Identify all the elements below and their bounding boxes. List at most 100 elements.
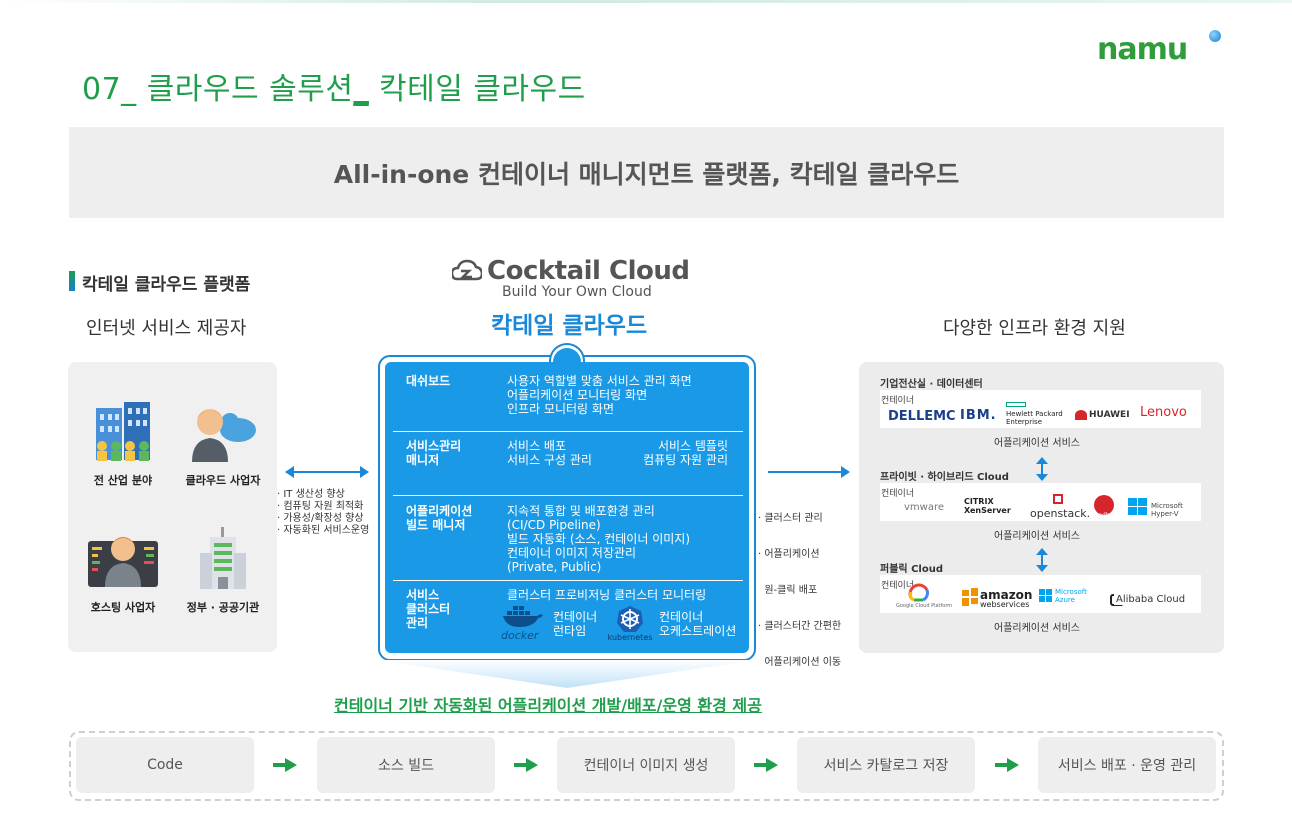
azure-logo: Microsoft Azure bbox=[1055, 588, 1087, 604]
funnel-shape bbox=[378, 660, 756, 688]
cloud-person-icon bbox=[188, 400, 258, 462]
pipeline-step: Code bbox=[76, 737, 254, 793]
vmware-logo: vmware bbox=[904, 502, 945, 513]
benefit-item: · IT 생산성 향상 bbox=[277, 489, 345, 500]
citrix-line: XenServer bbox=[964, 506, 1011, 515]
hyperv-logo: Microsoft Hyper-V bbox=[1151, 502, 1183, 518]
cocktail-cloud-logo-icon bbox=[450, 259, 484, 287]
left-heading: 인터넷 서비스 제공자 bbox=[86, 318, 247, 339]
benefit-item: · 클러스터간 간편한 bbox=[758, 621, 842, 632]
pipeline-step: 소스 빌드 bbox=[317, 737, 495, 793]
citrix-line: CITRIX bbox=[964, 497, 994, 506]
kubernetes-logo-icon: kubernetes bbox=[604, 605, 656, 642]
redhat-logo-icon bbox=[1094, 495, 1114, 515]
hyperv-line: Hyper-V bbox=[1151, 510, 1179, 518]
brand-name: Cocktail Cloud bbox=[487, 256, 690, 286]
title-suffix: 칵테일 클라우드 bbox=[368, 72, 586, 107]
alibaba-cloud-logo: Alibaba Cloud bbox=[1114, 594, 1186, 605]
feature-line: 컨테이너 이미지 저장관리 bbox=[507, 546, 637, 560]
benefit-item: · 가용성/확장성 향상 bbox=[277, 513, 364, 524]
brand-tagline: Build Your Own Cloud bbox=[502, 284, 652, 300]
feature-line: 빌드 자동화 (소스, 컨테이너 이미지) bbox=[507, 532, 690, 546]
hpe-line: Enterprise bbox=[1006, 418, 1043, 426]
benefit-list: · IT 생산성 향상 · 컴퓨팅 자원 최적화 · 가용성/확장성 향상 · … bbox=[277, 489, 369, 537]
benefit-item: · 자동화된 서비스운영 bbox=[277, 525, 370, 536]
container-label: 컨테이너 bbox=[881, 581, 915, 591]
section-label: 칵테일 클라우드 플랫폼 bbox=[82, 275, 251, 295]
label-line: 서비스 bbox=[406, 588, 440, 602]
feature-line: (CI/CD Pipeline) bbox=[507, 518, 601, 532]
feature-label-service-manager: 서비스관리 매니저 bbox=[406, 439, 461, 467]
hpe-mark-icon bbox=[1006, 402, 1026, 407]
feature-divider bbox=[393, 431, 743, 432]
docker-logo-icon: docker bbox=[501, 605, 545, 642]
lenovo-logo: Lenovo bbox=[1140, 405, 1187, 420]
windows-logo-icon bbox=[1128, 498, 1148, 520]
building-icon bbox=[88, 400, 158, 461]
pipeline-step: 서비스 카탈로그 저장 bbox=[797, 737, 975, 793]
citrix-xenserver-logo: CITRIX XenServer bbox=[964, 497, 1011, 515]
orchestration-label: 컨테이너 오케스트레이션 bbox=[659, 610, 736, 638]
feature-divider bbox=[393, 580, 743, 581]
feature-line: 어플리케이션 모니터링 화면 bbox=[507, 388, 648, 402]
redhat-wordmark: redhat bbox=[1096, 512, 1116, 519]
azure-windows-logo-icon bbox=[1039, 588, 1053, 607]
label-line: 서비스관리 bbox=[406, 439, 462, 453]
label-line: 관리 bbox=[406, 616, 429, 630]
label-line: 컨테이너 bbox=[553, 610, 598, 624]
kubernetes-wordmark: kubernetes bbox=[607, 633, 653, 642]
label-line: 매니저 bbox=[406, 453, 440, 467]
feature-desc-build: 지속적 통합 및 배포환경 관리 (CI/CD Pipeline) 빌드 자동화… bbox=[507, 504, 690, 574]
pipeline-arrow-icon bbox=[754, 758, 778, 772]
dell-emc-logo: DELLEMC bbox=[888, 409, 956, 424]
customer-government: 정부 · 공공기관 bbox=[173, 527, 273, 615]
logo-dot-icon bbox=[1209, 30, 1221, 42]
azure-line: Microsoft bbox=[1055, 588, 1087, 596]
docker-wordmark: docker bbox=[501, 629, 539, 642]
app-service-label: 어플리케이션 서비스 bbox=[994, 438, 1080, 449]
feature-label-build-manager: 어플리케이션 빌드 매니저 bbox=[406, 504, 472, 532]
banner-text: All-in-one 컨테이너 매니지먼트 플랫폼, 칵테일 클라우드 bbox=[333, 159, 960, 189]
aws-logo-icon bbox=[962, 588, 978, 610]
huawei-logo: HUAWEI bbox=[1089, 410, 1130, 420]
feature-line: 지속적 통합 및 배포환경 관리 bbox=[507, 504, 655, 518]
pipeline-step: 컨테이너 이미지 생성 bbox=[557, 737, 735, 793]
label-line: 빌드 매니저 bbox=[406, 518, 466, 532]
container-label: 컨테이너 bbox=[881, 489, 915, 499]
benefit-item: · 어플리케이션 bbox=[758, 549, 820, 560]
hpe-logo: Hewlett Packard Enterprise bbox=[1006, 410, 1063, 426]
feature-desc-service-right: 서비스 템플릿 컴퓨팅 자원 관리 bbox=[636, 439, 728, 467]
benefit-item: 어플리케이션 이동 bbox=[758, 657, 842, 668]
namu-logo: namu bbox=[1097, 32, 1188, 67]
aws-line: amazon bbox=[980, 588, 1033, 602]
openstack-mark-icon bbox=[1053, 494, 1063, 504]
feature-desc-dashboard: 사용자 역할별 맞춤 서비스 관리 화면 어플리케이션 모니터링 화면 인프라 … bbox=[507, 374, 692, 416]
top-divider bbox=[0, 0, 1292, 3]
app-service-label: 어플리케이션 서비스 bbox=[994, 623, 1080, 634]
platform-feature-panel bbox=[385, 362, 749, 653]
brand-korean-name: 칵테일 클라우드 bbox=[491, 313, 648, 339]
huawei-mark-icon bbox=[1075, 410, 1087, 420]
feature-desc-cluster: 클러스터 프로비저닝 클러스터 모니터링 bbox=[507, 588, 707, 602]
benefit-item: · 클러스터 관리 bbox=[758, 513, 823, 524]
government-building-icon bbox=[188, 527, 258, 589]
label-line: 런타임 bbox=[553, 624, 587, 638]
feature-line: 인프라 모니터링 화면 bbox=[507, 402, 614, 416]
feature-line: 서비스 배포 bbox=[507, 439, 567, 453]
app-service-label: 어플리케이션 서비스 bbox=[994, 531, 1080, 542]
left-connector-arrow bbox=[285, 466, 369, 478]
label-line: 오케스트레이션 bbox=[659, 624, 737, 638]
platform-summary: 컨테이너 기반 자동화된 어플리케이션 개발/배포/운영 환경 제공 bbox=[334, 696, 762, 715]
label-line: 컨테이너 bbox=[659, 610, 704, 624]
hosting-person-icon bbox=[88, 527, 158, 587]
right-heading: 다양한 인프라 환경 지원 bbox=[943, 318, 1126, 339]
customer-label: 전 산업 분야 bbox=[93, 474, 153, 487]
pipeline-arrow-icon bbox=[514, 758, 538, 772]
page-title: 07_ 클라우드 솔루션_ 칵테일 클라우드 bbox=[82, 64, 586, 108]
headline-banner: All-in-one 컨테이너 매니지먼트 플랫폼, 칵테일 클라우드 bbox=[69, 127, 1224, 218]
benefit-item: 원-클릭 배포 bbox=[758, 585, 818, 596]
feature-label-cluster: 서비스 클러스터 관리 bbox=[406, 588, 450, 630]
ibm-logo: IBM. bbox=[960, 408, 997, 423]
title-underscore: _ bbox=[353, 72, 369, 107]
aws-logo: amazon webservices bbox=[980, 588, 1033, 610]
